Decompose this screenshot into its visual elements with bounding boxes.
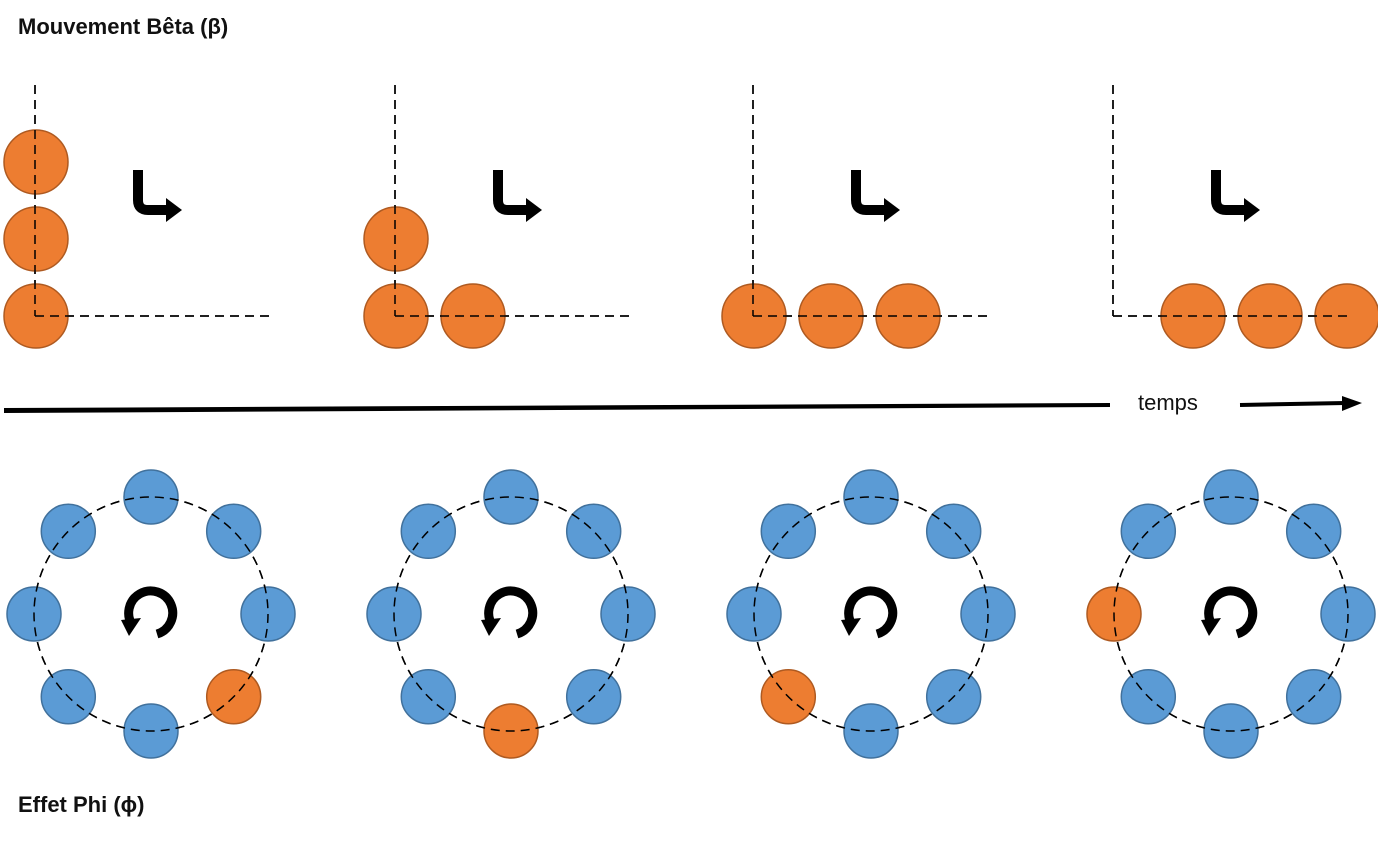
blue-dot [123, 469, 179, 525]
blue-dot [1203, 469, 1259, 525]
orange-dot [3, 206, 69, 272]
blue-dot [400, 503, 457, 560]
arrow-right-icon [1239, 396, 1362, 411]
blue-dot [565, 503, 622, 560]
rotate-clockwise-icon [481, 591, 533, 636]
beta-frame [721, 85, 991, 349]
turn-right-arrow-icon [1216, 170, 1260, 222]
rotate-clockwise-icon [1201, 591, 1253, 636]
phi-frame [366, 469, 656, 759]
blue-dot [843, 469, 899, 525]
blue-dot [1120, 503, 1177, 560]
rotate-clockwise-icon [841, 591, 893, 636]
phi-frame [6, 469, 296, 759]
blue-dot [483, 469, 539, 525]
beta-section-title: Mouvement Bêta (β) [18, 14, 229, 39]
phi-section-title: Effet Phi (ϕ) [18, 792, 145, 817]
phi-frame [726, 469, 1016, 759]
dashed-ring-overlay [1113, 496, 1349, 732]
timeline [4, 396, 1362, 413]
beta-frames [3, 85, 1378, 349]
orange-dot [3, 129, 69, 195]
blue-dot [1285, 503, 1342, 560]
phi-frame [1086, 469, 1376, 759]
blue-dot [40, 503, 97, 560]
blue-dot [925, 503, 982, 560]
dashed-ring-overlay [33, 496, 269, 732]
turn-right-arrow-icon [138, 170, 182, 222]
timeline-label: temps [1138, 390, 1198, 415]
phi-frames [6, 469, 1376, 759]
beta-frame [363, 85, 633, 349]
blue-dot [760, 503, 817, 560]
dashed-ring-overlay [753, 496, 989, 732]
dashed-ring-overlay [393, 496, 629, 732]
beta-frame [3, 85, 273, 349]
orange-dot [363, 206, 429, 272]
turn-right-arrow-icon [856, 170, 900, 222]
timeline-bar [4, 403, 1110, 413]
turn-right-arrow-icon [498, 170, 542, 222]
beta-frame [1112, 85, 1378, 349]
blue-dot [205, 503, 262, 560]
rotate-clockwise-icon [121, 591, 173, 636]
